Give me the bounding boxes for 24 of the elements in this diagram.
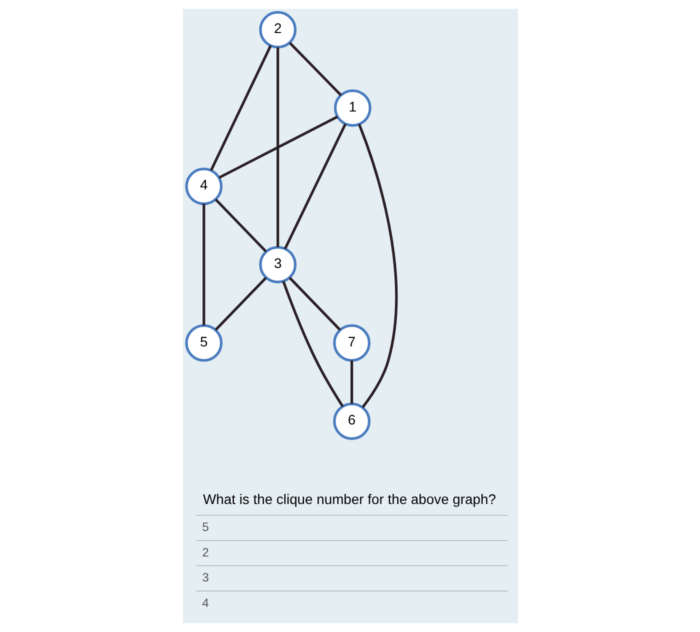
connector (202, 204, 205, 326)
connector (214, 198, 266, 252)
node-circle: 5 (184, 324, 222, 362)
connector (209, 45, 272, 171)
label: 5 (202, 520, 208, 534)
connector (357, 124, 398, 408)
connector (288, 42, 342, 96)
connector (276, 47, 279, 248)
node-circle: 2 (258, 11, 296, 48)
label: 2 (202, 545, 208, 560)
node-circle: 1 (333, 89, 371, 127)
connector (218, 116, 338, 179)
connector (288, 276, 340, 331)
node-circle: 7 (332, 324, 370, 362)
node-circle: 6 (332, 402, 370, 440)
connector (282, 280, 344, 408)
connector (214, 276, 266, 331)
connector (283, 123, 346, 250)
label: 4 (202, 596, 208, 610)
node-circle: 3 (258, 246, 296, 284)
connector (350, 360, 353, 404)
label: 3 (202, 570, 208, 585)
node-circle: 4 (184, 168, 222, 206)
label: What is the clique number for the above graph? (202, 490, 496, 507)
